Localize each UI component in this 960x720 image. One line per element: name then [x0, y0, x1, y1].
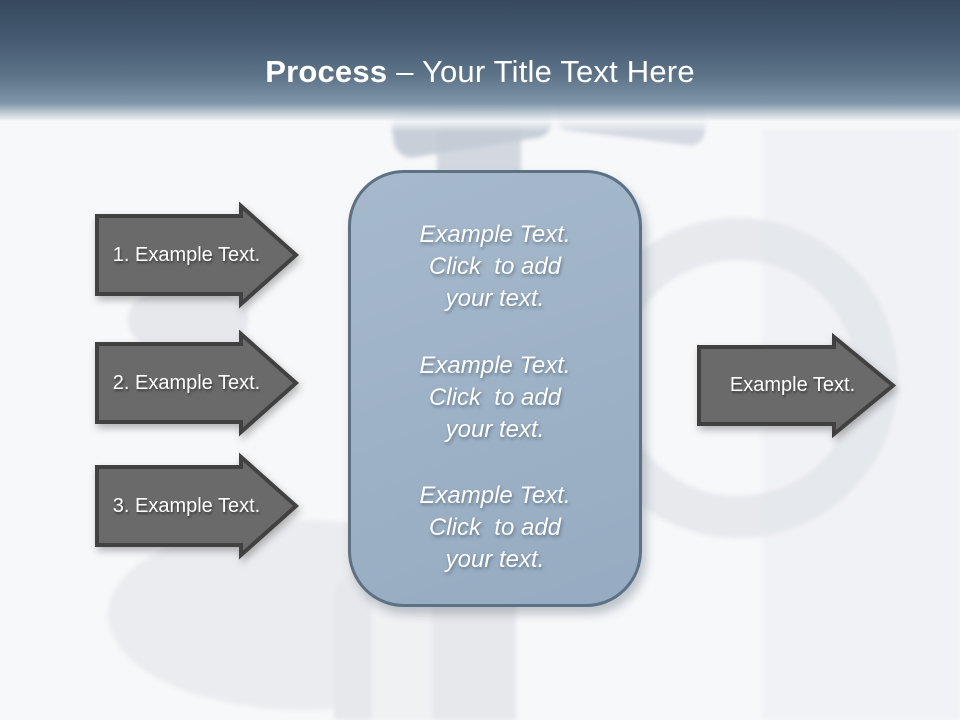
faucet-spout-shape	[128, 294, 248, 346]
placeholder-line: Example Text.	[419, 482, 571, 509]
right-arrow-shape	[95, 201, 300, 309]
placeholder-line: your text.	[445, 415, 545, 443]
placeholder-line: your text.	[445, 285, 545, 312]
placeholder-line: Example Text.	[419, 351, 571, 379]
right-arrow-shape	[95, 452, 300, 560]
placeholder-line: your text.	[445, 546, 545, 573]
page-title[interactable]: Process– Your Title Text Here	[0, 54, 960, 90]
placeholder-line: Example Text.	[419, 221, 571, 248]
title-keyword: Process	[265, 54, 388, 89]
placeholder-line: Click to add	[428, 514, 562, 541]
step-arrow-2[interactable]: 2. Example Text.	[95, 329, 302, 437]
placeholder-line: Click to add	[428, 253, 562, 280]
placeholder-paragraph-2: Example Text. Click to add your text.	[363, 350, 627, 446]
step-arrow-3[interactable]: 3. Example Text.	[95, 452, 302, 560]
title-subtitle: – Your Title Text Here	[396, 54, 695, 89]
output-arrow[interactable]: Example Text.	[697, 332, 898, 439]
right-arrow-shape	[95, 329, 300, 437]
step-arrow-1[interactable]: 1. Example Text.	[95, 201, 302, 309]
header-band: Process– Your Title Text Here	[0, 0, 960, 132]
placeholder-line: Click to add	[428, 383, 562, 411]
placeholder-paragraph-1: Example Text. Click to add your text.	[363, 219, 627, 315]
center-text-placeholder[interactable]: Example Text. Click to add your text. Ex…	[348, 170, 642, 607]
right-arrow-shape	[697, 332, 897, 439]
placeholder-paragraph-3: Example Text. Click to add your text.	[363, 480, 627, 576]
